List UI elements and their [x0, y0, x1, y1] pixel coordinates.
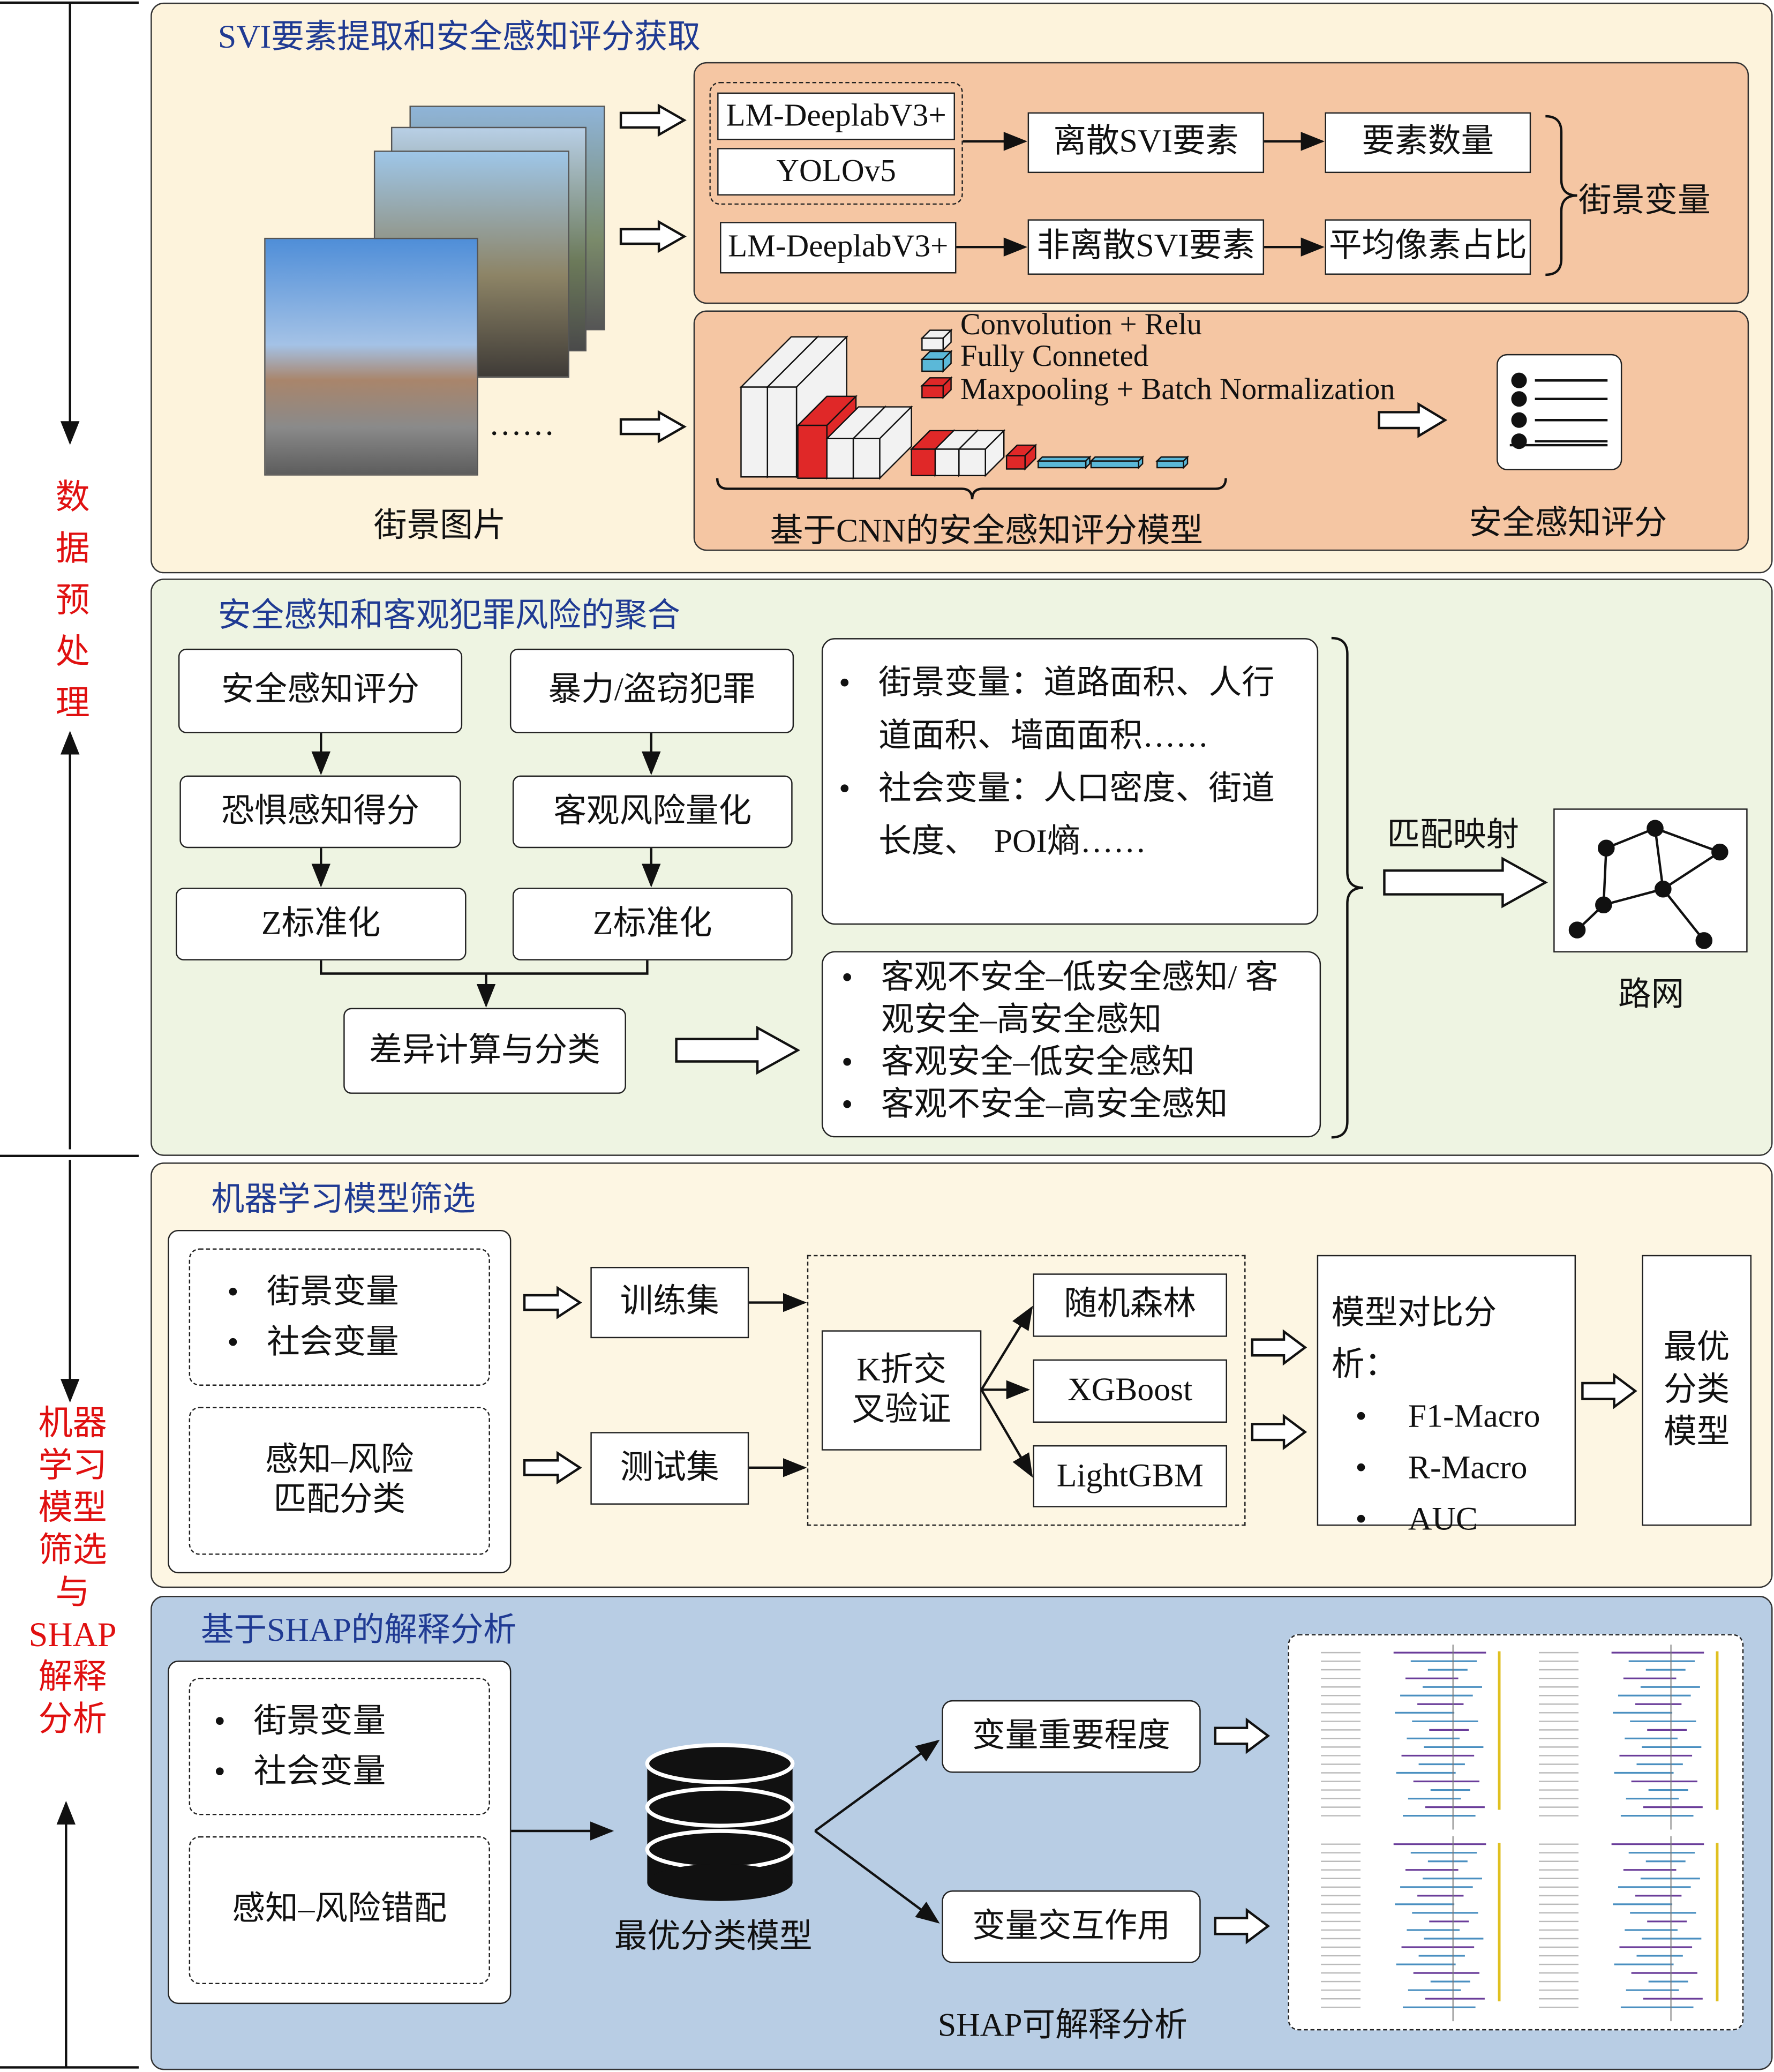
test-set-box: 测试集	[590, 1432, 749, 1505]
train-set-box: 训练集	[590, 1266, 749, 1339]
fear-score-box: 恐惧感知得分	[179, 775, 461, 849]
var-street: 街景变量	[214, 1698, 489, 1748]
shap-plots	[1288, 1634, 1744, 2031]
interaction-box: 变量交互作用	[942, 1890, 1201, 1963]
class-2: 客观安全–低安全感知	[841, 1042, 1290, 1085]
cnn-label: 基于CNN的安全感知评分模型	[770, 514, 1204, 550]
stage-label-ml-shap-line: 与	[55, 1573, 90, 1612]
best-model-box: 最优分类模型	[1642, 1255, 1752, 1526]
document-list-icon	[1497, 354, 1622, 470]
lm-deeplab-box: LM-DeeplabV3+	[717, 92, 955, 140]
compare-title: 模型对比分析：	[1331, 1296, 1497, 1384]
mismatch-dashed: 感知–风险错配	[189, 1836, 490, 1985]
element-count-box: 要素数量	[1325, 112, 1531, 174]
vars-dashed: 街景变量社会变量	[189, 1248, 490, 1386]
stage-label-ml-shap-line: SHAP	[28, 1616, 117, 1654]
class-3: 客观不安全–高安全感知	[841, 1085, 1290, 1127]
more-photos-ellipsis: ……	[488, 407, 555, 443]
photos-label: 街景图片	[373, 508, 506, 545]
lightgbm-box: LightGBM	[1033, 1445, 1228, 1507]
lm-deeplab-box-2: LM-DeeplabV3+	[720, 222, 957, 274]
var-social: 社会变量	[227, 1318, 488, 1369]
discrete-svi-box: 离散SVI要素	[1027, 112, 1265, 174]
vars-dashed: 街景变量社会变量	[189, 1677, 490, 1815]
classes-box: 客观不安全–低安全感知/ 客观安全–高安全感知客观安全–低安全感知客观不安全–高…	[821, 951, 1321, 1138]
legend-conv: Convolution + Relu	[960, 307, 1202, 341]
pixel-ratio-box: 平均像素占比	[1325, 219, 1531, 275]
stage-label-ml-shap-line: 分析	[38, 1700, 107, 1739]
yolov5-box: YOLOv5	[717, 148, 955, 196]
xgboost-box: XGBoost	[1033, 1359, 1228, 1423]
var-social: 社会变量	[214, 1748, 489, 1798]
shap-label: SHAP可解释分析	[937, 2008, 1187, 2044]
model-group	[709, 81, 963, 205]
cv-group	[807, 1255, 1246, 1526]
metric: F1-Macro	[1355, 1391, 1561, 1443]
stage-label-ml-shap-line: 机器	[38, 1404, 107, 1443]
section4-title: 基于SHAP的解释分析	[200, 1613, 517, 1649]
stage-label-preprocessing: 数据预处理	[46, 471, 99, 729]
match-label: 匹配映射	[1387, 817, 1520, 854]
safety-score-box: 安全感知评分	[178, 648, 463, 733]
compare-box: 模型对比分析： F1-MacroR-MacroAUC	[1317, 1255, 1576, 1545]
score-label: 安全感知评分	[1469, 506, 1667, 542]
metric: R-Macro	[1355, 1443, 1561, 1494]
best-model-label: 最优分类模型	[614, 1919, 813, 1955]
legend-pool: Maxpooling + Batch Normalization	[960, 372, 1395, 406]
kfold-box: K折交叉验证	[821, 1330, 982, 1451]
var-social: 社会变量：人口密度、街道长度、 POI熵……	[839, 763, 1301, 869]
crime-box: 暴力/盗窃犯罪	[509, 648, 794, 733]
match-class-dashed: 感知–风险 匹配分类	[189, 1407, 490, 1555]
variables-box: 街景变量：道路面积、人行道面积、墙面面积……社会变量：人口密度、街道长度、 PO…	[821, 638, 1319, 925]
z-score-box-2: Z标准化	[512, 888, 793, 960]
var-street: 街景变量：道路面积、人行道面积、墙面面积……	[839, 658, 1301, 763]
metric: AUC	[1355, 1494, 1561, 1545]
z-score-box-1: Z标准化	[175, 888, 467, 960]
section3-title: 机器学习模型筛选	[211, 1182, 476, 1218]
street-vars-label: 街景变量	[1578, 183, 1711, 220]
stage-label-ml-shap-line: 筛选	[38, 1531, 107, 1570]
diff-classify-box: 差异计算与分类	[343, 1008, 626, 1094]
class-1: 客观不安全–低安全感知/ 客观安全–高安全感知	[841, 958, 1290, 1042]
stage-label-ml-shap-line: 模型	[38, 1489, 107, 1527]
section1-title: SVI要素提取和安全感知评分获取	[217, 19, 701, 56]
section2-title: 安全感知和客观犯罪风险的聚合	[217, 598, 681, 634]
network-label: 路网	[1618, 977, 1685, 1014]
stage-label-ml-shap-line: 解释	[38, 1657, 107, 1696]
random-forest-box: 随机森林	[1033, 1273, 1228, 1337]
stage-label-preprocessing-text: 数据预处理	[55, 478, 90, 723]
road-network-icon	[1553, 808, 1748, 953]
var-street: 街景变量	[227, 1268, 488, 1318]
nondiscrete-svi-box: 非离散SVI要素	[1027, 219, 1265, 275]
risk-quant-box: 客观风险量化	[512, 775, 793, 849]
legend-fc: Fully Conneted	[960, 339, 1149, 373]
street-photo	[264, 237, 478, 476]
stage-label-ml-shap-line: 学习	[38, 1446, 107, 1485]
importance-box: 变量重要程度	[942, 1700, 1201, 1773]
